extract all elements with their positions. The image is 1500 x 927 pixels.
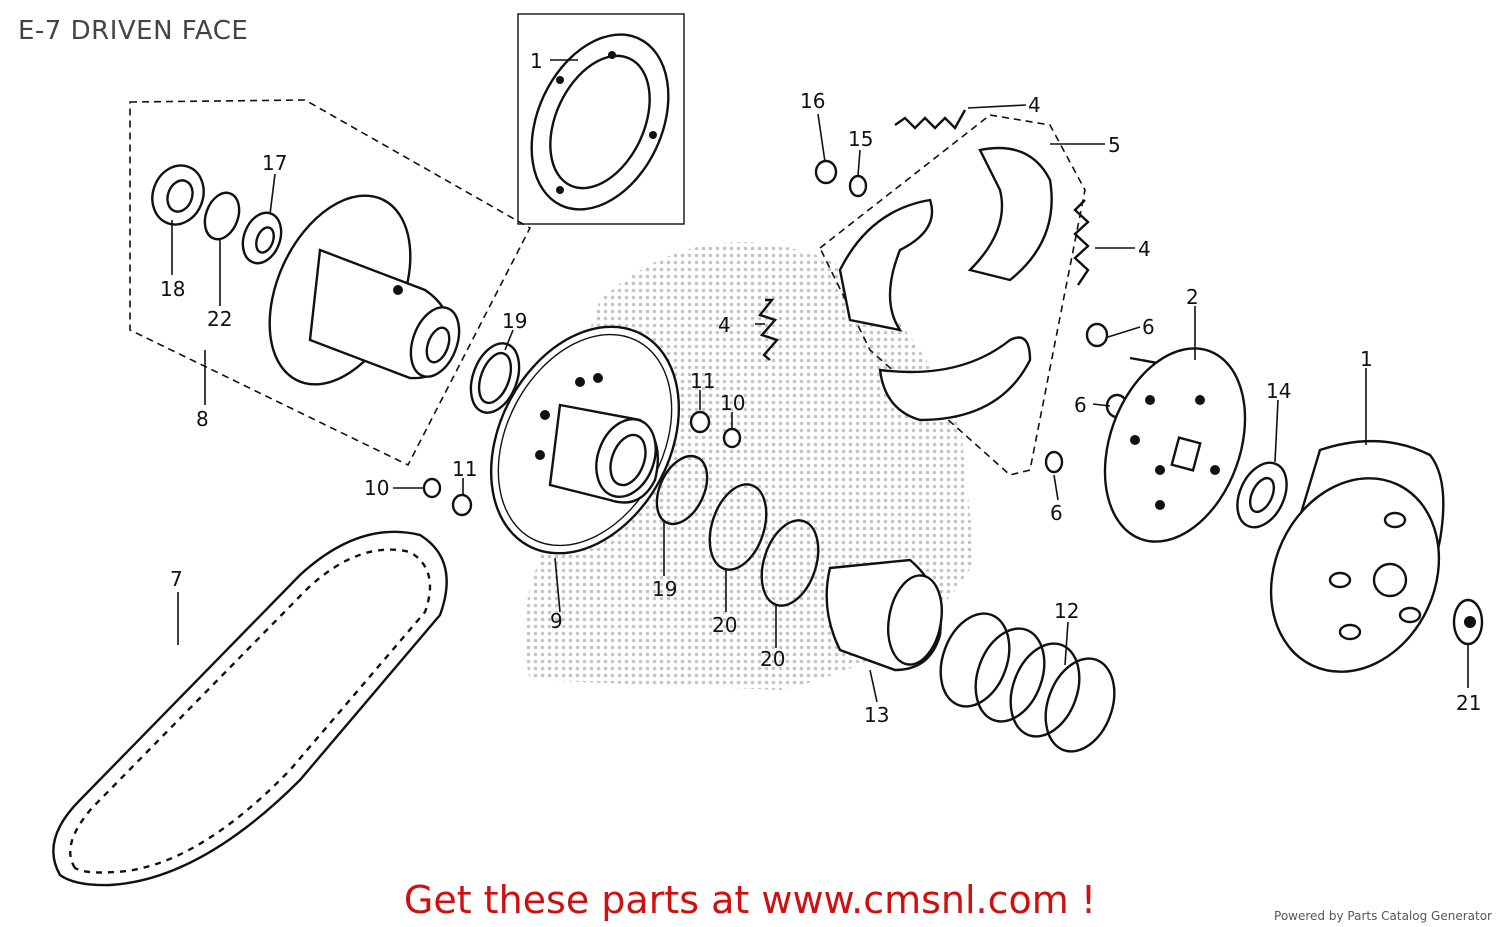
- part-19-oil-seal-lower: [655, 454, 709, 526]
- callout-18: 18: [160, 277, 185, 301]
- callout-6-top: 6: [1142, 315, 1155, 339]
- powered-by-note: Powered by Parts Catalog Generator: [1274, 909, 1492, 923]
- part-6-damper-3: [1044, 450, 1064, 474]
- part-11-roller-right: [689, 410, 711, 434]
- part-6-damper-1: [1085, 322, 1109, 348]
- callout-5: 5: [1108, 133, 1121, 157]
- callout-4-right: 4: [1138, 237, 1151, 261]
- part-16-washer: [814, 159, 838, 185]
- part-2-drive-plate: [1103, 347, 1247, 543]
- callout-16: 16: [800, 89, 825, 113]
- part-11-roller-left: [451, 493, 473, 517]
- part-4-spring-top: [894, 109, 967, 130]
- part-14-washer: [1236, 461, 1288, 529]
- callout-10-lower: 10: [364, 476, 389, 500]
- part-21-nut: [1452, 598, 1484, 646]
- callout-19-upper: 19: [502, 309, 527, 333]
- callout-15: 15: [848, 127, 873, 151]
- callout-3: 1: [530, 49, 543, 73]
- callout-7: 7: [170, 567, 183, 591]
- callout-4-top: 4: [1028, 93, 1041, 117]
- part-19-oil-seal-upper: [469, 342, 521, 414]
- part-13-spring-seat: [825, 558, 943, 672]
- callout-8: 8: [196, 407, 209, 431]
- part-8-driven-face: [268, 194, 461, 386]
- callout-6-bottom: 6: [1050, 501, 1063, 525]
- callout-21: 21: [1456, 691, 1481, 715]
- part-1-clutch-outer: [1269, 439, 1445, 673]
- part-4-spring-right: [1073, 199, 1090, 286]
- callout-11-upper: 11: [690, 369, 715, 393]
- callout-10-upper: 10: [720, 391, 745, 415]
- callout-6-mid: 6: [1074, 393, 1087, 417]
- parts-shop-banner[interactable]: Get these parts at www.cmsnl.com !: [403, 878, 1097, 922]
- part-12-driven-spring: [939, 612, 1116, 753]
- callout-2: 2: [1186, 285, 1199, 309]
- group-outline-3: [517, 13, 685, 225]
- part-7-drive-belt: [52, 530, 448, 887]
- group-outline-8: [129, 99, 532, 467]
- leader-lines: [171, 59, 1469, 703]
- callout-9: 9: [550, 609, 563, 633]
- callout-22: 22: [207, 307, 232, 331]
- callout-19-lower: 19: [652, 577, 677, 601]
- part-17-bearing: [241, 211, 283, 265]
- callout-20-left: 20: [712, 613, 737, 637]
- callout-14: 14: [1266, 379, 1291, 403]
- part-9-movable-face: [489, 325, 681, 555]
- callout-labels: 1 4 5 4 4 16 15 17 18 22 8 19 6 6 6 2 14…: [160, 49, 1481, 727]
- callout-12: 12: [1054, 599, 1079, 623]
- part-22-circlip: [203, 191, 241, 241]
- callout-11-lower: 11: [452, 457, 477, 481]
- callout-13: 13: [864, 703, 889, 727]
- callout-4-center: 4: [718, 313, 731, 337]
- callout-17: 17: [262, 151, 287, 175]
- part-15-washer: [848, 174, 868, 198]
- part-10-guide-pin-left: [422, 477, 442, 499]
- group-outline-5: [818, 114, 1086, 476]
- part-3-plate: [530, 33, 670, 211]
- part-20-o-ring-1: [708, 483, 768, 571]
- callout-20-right: 20: [760, 647, 785, 671]
- part-20-o-ring-2: [760, 519, 820, 607]
- part-18-bearing: [151, 164, 205, 226]
- page-title: E-7 DRIVEN FACE: [18, 16, 249, 46]
- callout-1: 1: [1360, 347, 1373, 371]
- part-5-clutch-shoes: [838, 146, 1053, 422]
- part-10-guide-pin-right: [722, 427, 742, 449]
- part-4-spring-center: [757, 298, 780, 361]
